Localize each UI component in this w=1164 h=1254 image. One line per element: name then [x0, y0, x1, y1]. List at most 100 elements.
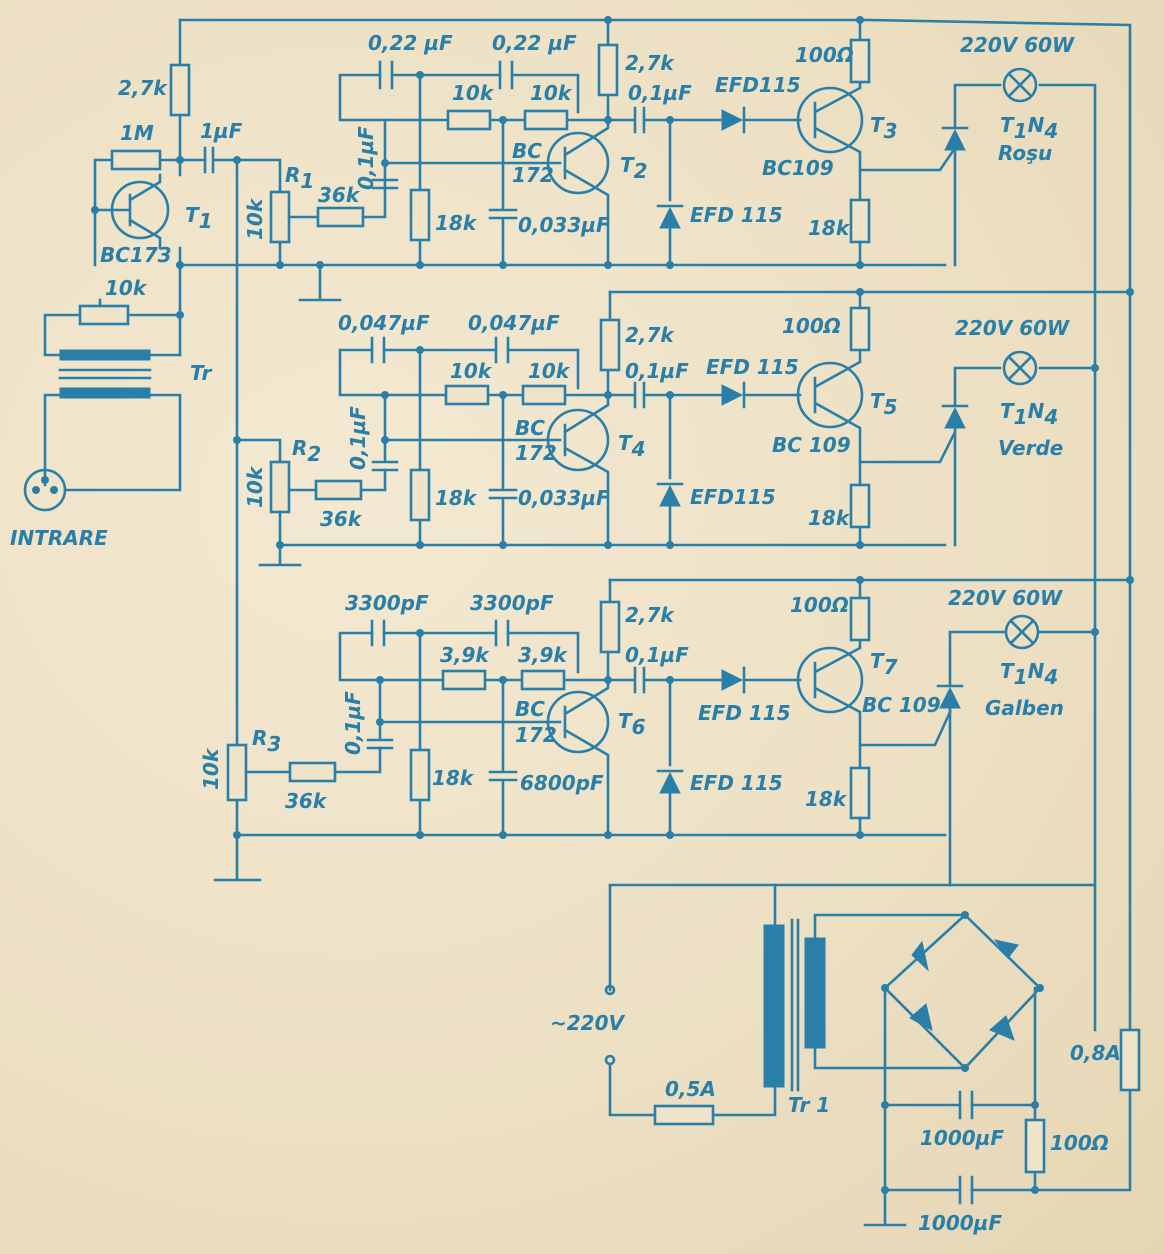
label-2k7-t1: 2,7k [118, 76, 168, 100]
label-022uf-a: 0,22 µF [368, 31, 453, 55]
label-172-t6: 172 [515, 723, 557, 747]
diode-efd115-shunt-b [659, 484, 681, 507]
label-2k7-t4: 2,7k [625, 323, 675, 347]
label-1000uf-a: 1000µF [920, 1126, 1004, 1150]
label-18k-e5: 18k [808, 506, 851, 530]
label-3k9-a: 3,9k [440, 643, 490, 667]
label-thyristor-c: T1N4 [1000, 659, 1058, 689]
resistor-10k-b [523, 109, 569, 131]
resistor-18k-c [409, 748, 431, 802]
resistor-100ohm-psu [1024, 1118, 1046, 1174]
label-100ohm-b: 100Ω [782, 314, 841, 338]
label-r2: R2 [292, 436, 321, 466]
label-0033uf-a: 0,033µF [518, 213, 610, 237]
label-efd115-c: EFD 115 [706, 355, 799, 379]
transistor-t3 [796, 86, 864, 154]
transistor-t6 [546, 690, 610, 754]
label-36k-ch3: 36k [285, 789, 328, 813]
label-01uf-out2: 0,1µF [625, 359, 689, 383]
resistor-10k-a [446, 109, 492, 131]
transformer-tr1-primary [763, 924, 785, 1088]
lamp-icon-red [1002, 67, 1038, 103]
label-100ohm-psu: 100Ω [1050, 1131, 1109, 1155]
label-tr1: Tr 1 [788, 1093, 830, 1117]
label-t6: T6 [618, 709, 646, 739]
resistor-36k [316, 206, 365, 228]
channel-red: 36k 0,22 µF 0,22 µF 0,1µF 18k 10k 10k 0,… [316, 18, 1097, 1032]
label-fuse-08a: 0,8A [1070, 1041, 1121, 1065]
label-rosu: Roşu [998, 141, 1052, 165]
label-01uf-ch2: 0,1µF [346, 406, 370, 470]
label-01uf-ch1: 0,1µF [354, 126, 378, 190]
label-6800pf: 6800pF [520, 771, 604, 795]
power-supply: ~220V 0,5A Tr 1 100Ω 1000µF 1000µF 0,8A [550, 883, 1141, 1235]
label-10k-pot: 10k [105, 276, 148, 300]
label-3k9-b: 3,9k [518, 643, 568, 667]
diode-efd115-series-c [721, 669, 744, 691]
label-r3-10k: 10k [199, 747, 223, 790]
label-r2-10k: 10k [243, 465, 267, 508]
label-efd115-f: EFD 115 [690, 771, 783, 795]
label-100ohm-c: 100Ω [790, 593, 849, 617]
label-galben: Galben [985, 696, 1064, 720]
resistor-18k-e5 [849, 483, 871, 529]
label-intrare: INTRARE [10, 526, 108, 550]
label-3300pf-a: 3300pF [345, 591, 429, 615]
label-1uf: 1µF [200, 119, 243, 143]
label-bc173: BC173 [100, 243, 172, 267]
resistor-3k9-a [441, 669, 487, 691]
label-0033uf-b: 0,033µF [518, 486, 610, 510]
label-thyristor-a: T1N4 [1000, 113, 1058, 143]
diode-efd115-shunt-c [659, 771, 681, 794]
label-220v-mains: ~220V [550, 1011, 626, 1035]
channel-green: 36k 0,047µF 0,047µF 0,1µF 18k 10k 10k 0,… [314, 290, 1097, 547]
label-t2: T2 [620, 153, 648, 183]
resistor-2k7-t6 [599, 600, 621, 654]
resistor-36k-b [314, 479, 363, 501]
fuse-08a [1119, 1028, 1141, 1092]
label-01uf-ch3: 0,1µF [341, 691, 365, 755]
label-bc-t6: BC [515, 697, 545, 721]
label-efd115-d: EFD115 [690, 485, 776, 509]
bridge-rectifier [883, 913, 1042, 1070]
label-tr: Tr [190, 361, 212, 385]
label-18k-e7: 18k [805, 787, 848, 811]
transistor-t5 [796, 361, 864, 429]
resistor-2k7-t4 [599, 318, 621, 372]
label-t4: T4 [618, 431, 646, 461]
label-bc-t4: BC [515, 416, 545, 440]
label-r1-10k: 10k [243, 197, 267, 240]
label-10k-a: 10k [452, 81, 495, 105]
label-18k-e3: 18k [808, 216, 851, 240]
pot-bus: R1 10k R2 10k R3 10k [199, 158, 947, 882]
diode-efd115-shunt [659, 206, 681, 229]
label-efd115-b: EFD 115 [690, 203, 783, 227]
resistor-100ohm-c [849, 596, 871, 642]
label-18k-c: 18k [432, 766, 475, 790]
label-lamp-a: 220V 60W [960, 33, 1075, 57]
label-bc109-c: BC 109 [862, 693, 941, 717]
label-10k-c: 10k [450, 359, 493, 383]
resistor-3k9-b [520, 669, 566, 691]
label-01uf-out1: 0,1µF [628, 81, 692, 105]
label-18k-a: 18k [435, 211, 478, 235]
bridge-diode-4 [989, 1015, 1015, 1041]
thyristor-ch3 [939, 686, 961, 709]
label-36k-ch1: 36k [318, 183, 361, 207]
bridge-diode-1 [911, 940, 929, 972]
label-efd115-e: EFD 115 [698, 701, 791, 725]
label-lamp-b: 220V 60W [955, 316, 1070, 340]
transformer-winding-a [59, 349, 151, 361]
resistor-18k-a [409, 188, 431, 242]
label-r3: R3 [252, 726, 281, 756]
lamp-icon-yellow [1004, 614, 1040, 650]
transistor-t4 [546, 408, 610, 472]
label-bc109-b: BC 109 [772, 433, 851, 457]
label-t3: T3 [870, 113, 898, 143]
transistor-t7 [796, 646, 864, 714]
transformer-winding-b [59, 387, 151, 399]
label-efd115-a: EFD115 [715, 73, 801, 97]
label-bc-t2: BC [512, 139, 542, 163]
diode-efd115-series [721, 109, 744, 131]
